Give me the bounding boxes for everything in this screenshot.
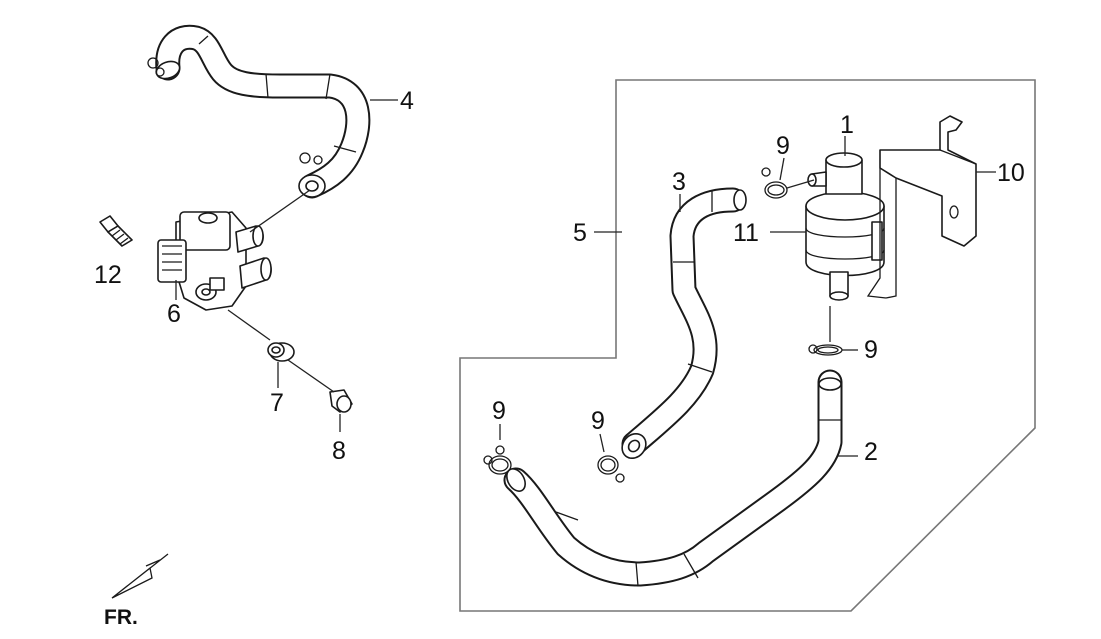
clamp-9-center xyxy=(597,455,625,483)
valve-6 xyxy=(157,211,272,311)
front-direction-arrow-icon xyxy=(111,553,169,599)
clamp-9-mid xyxy=(808,344,843,356)
hose-4 xyxy=(147,24,371,199)
callout-label-7: 7 xyxy=(270,389,284,417)
callout-label-4: 4 xyxy=(400,87,414,115)
callout-label-6: 6 xyxy=(167,300,181,328)
callout-label-1: 1 xyxy=(840,111,854,139)
callout-label-11: 11 xyxy=(733,219,759,247)
assembly-5-outline xyxy=(459,79,1036,612)
callout-label-9d: 9 xyxy=(591,407,605,435)
hose-3 xyxy=(621,187,747,460)
callout-label-9a: 9 xyxy=(776,132,790,160)
callout-label-9b: 9 xyxy=(864,336,878,364)
canister-11 xyxy=(805,152,885,301)
washer-7 xyxy=(267,342,295,362)
callout-label-10: 10 xyxy=(997,159,1025,187)
front-direction-label: FR. xyxy=(104,606,138,629)
clamp-9-left xyxy=(483,445,512,475)
bolt-12 xyxy=(99,215,133,247)
callout-label-12: 12 xyxy=(94,261,122,289)
cap-8 xyxy=(329,389,353,413)
clamp-9-top xyxy=(761,167,788,199)
bracket-10 xyxy=(866,115,977,299)
callout-label-9c: 9 xyxy=(492,397,506,425)
callout-label-3: 3 xyxy=(672,168,686,196)
hose-2 xyxy=(503,369,843,587)
callout-label-8: 8 xyxy=(332,437,346,465)
callout-label-2: 2 xyxy=(864,438,878,466)
callout-label-5: 5 xyxy=(573,219,587,247)
